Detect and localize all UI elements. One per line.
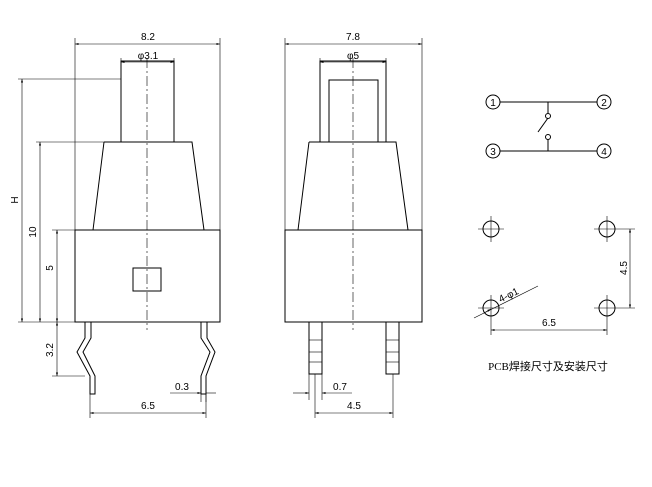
hole-bottom-left [478,295,504,335]
front-pitch-label: 6.5 [141,401,155,412]
front-actuator-label: φ3.1 [138,51,159,62]
side-width-label: 7.8 [346,32,360,43]
side-right-lead [385,321,400,375]
hole-top-right [594,216,635,242]
switch-contact-arm [537,117,549,133]
footprint-caption: PCB焊接尺寸及安装尺寸 [488,359,608,373]
side-actuator-label: φ5 [347,51,359,62]
front-actuator [120,60,175,143]
pin-1-label: 1 [490,98,496,109]
front-thickness-label: 0.3 [175,382,189,393]
front-right-lead [200,322,216,395]
pin-3-label: 3 [490,147,496,158]
footprint-pitch-x-label: 6.5 [542,318,556,329]
hole-spec-label: 4-φ1 [497,286,521,305]
pin-4-label: 4 [601,147,607,158]
front-base-body [74,229,221,323]
front-window [132,267,162,292]
pin-2-label: 2 [601,98,607,109]
side-left-lead [308,321,323,375]
front-base-label: 5 [45,265,56,271]
front-height-label: H [10,196,21,203]
front-left-lead [76,322,96,395]
side-lead-width-label: 0.7 [333,382,347,393]
pcb-footprint: 4-φ1 4.5 6.5 PCB焊接尺寸及安装尺寸 [473,216,635,373]
side-pitch-label: 4.5 [347,401,361,412]
front-cap-body [92,141,205,231]
front-width-label: 8.2 [141,32,155,43]
side-actuator-inner [328,79,379,142]
hole-bottom-right [594,295,635,335]
footprint-pitch-y-label: 4.5 [619,261,630,275]
switch-schematic: 1 2 3 4 [485,94,612,159]
hole-top-left [478,216,504,242]
side-cap-body [297,141,409,231]
side-view: 7.8 φ5 0.7 4.5 [284,32,423,418]
front-body-label: 10 [28,226,39,238]
front-view: 8.2 φ3.1 H 10 5 3.2 0.3 6.5 [10,32,221,418]
side-base-body [284,229,423,323]
front-lead-label: 3.2 [45,343,56,357]
